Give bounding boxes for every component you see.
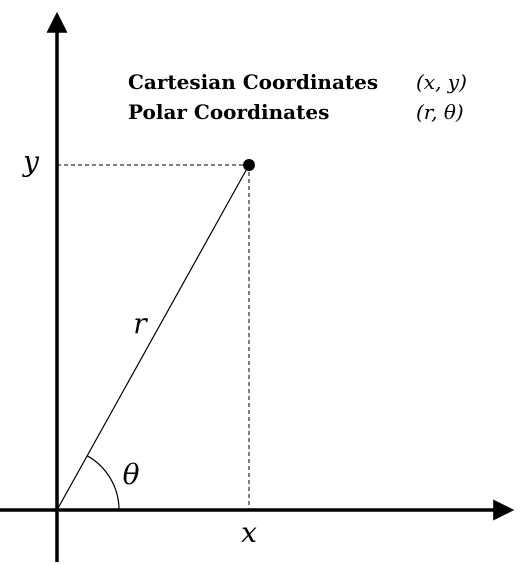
radius-line bbox=[56, 164, 250, 511]
theta-label: θ bbox=[123, 458, 140, 491]
point-marker bbox=[243, 159, 255, 171]
theta-arc bbox=[86, 455, 120, 511]
coordinate-legend: Cartesian Coordinates (x, y) Polar Coord… bbox=[128, 70, 488, 130]
polar-label: Polar Coordinates bbox=[128, 100, 330, 124]
y-label: y bbox=[21, 145, 40, 178]
cartesian-row: Cartesian Coordinates (x, y) bbox=[128, 70, 488, 100]
cartesian-notation: (x, y) bbox=[416, 70, 467, 94]
x-label: x bbox=[241, 516, 257, 549]
r-label: r bbox=[133, 307, 148, 340]
cartesian-label: Cartesian Coordinates bbox=[128, 70, 379, 94]
polar-notation: (r, θ) bbox=[416, 100, 464, 124]
polar-row: Polar Coordinates (r, θ) bbox=[128, 100, 488, 130]
